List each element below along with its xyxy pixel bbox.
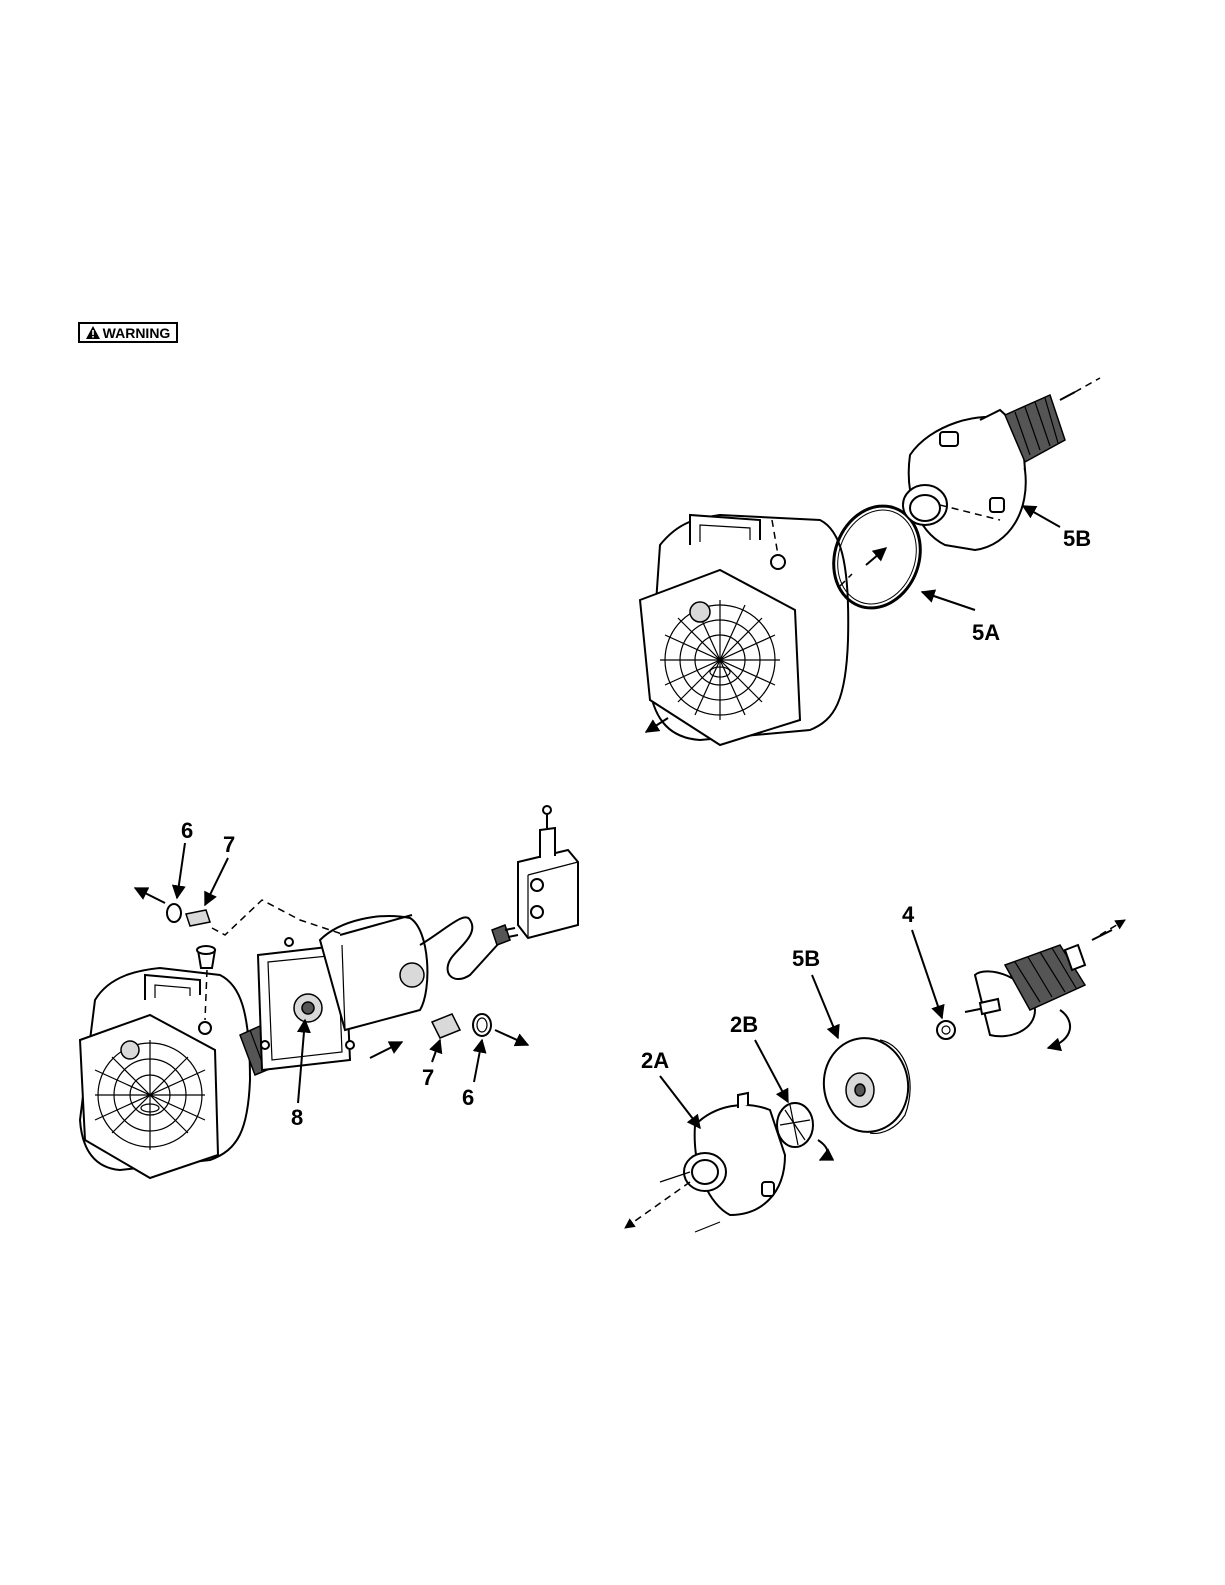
callout-8: 8 [291,1105,303,1130]
figure-right-pump-exploded: 4 5B 2B 2A [625,902,1125,1232]
callout-7-left: 7 [223,832,235,857]
callout-4: 4 [902,902,915,927]
power-outlet-box [518,806,578,938]
callout-5b-bottom: 5B [792,946,820,971]
pump-casing-2a [625,1093,785,1232]
callout-6-left: 6 [181,818,193,843]
callout-6-right: 6 [462,1085,474,1110]
grille-pattern [660,600,780,720]
callout-2b: 2B [730,1012,758,1037]
callout-7-right: 7 [422,1065,434,1090]
figure-top-motor-housing: 5B 5A [640,378,1100,745]
diffuser-5b [816,1031,915,1138]
pump-body-5b [903,378,1100,550]
callout-2a: 2A [641,1048,669,1073]
figure-left-motor-assembly: 6 7 7 6 8 [80,806,578,1178]
callout-5a: 5A [972,620,1000,645]
callout-5b-top: 5B [1063,526,1091,551]
